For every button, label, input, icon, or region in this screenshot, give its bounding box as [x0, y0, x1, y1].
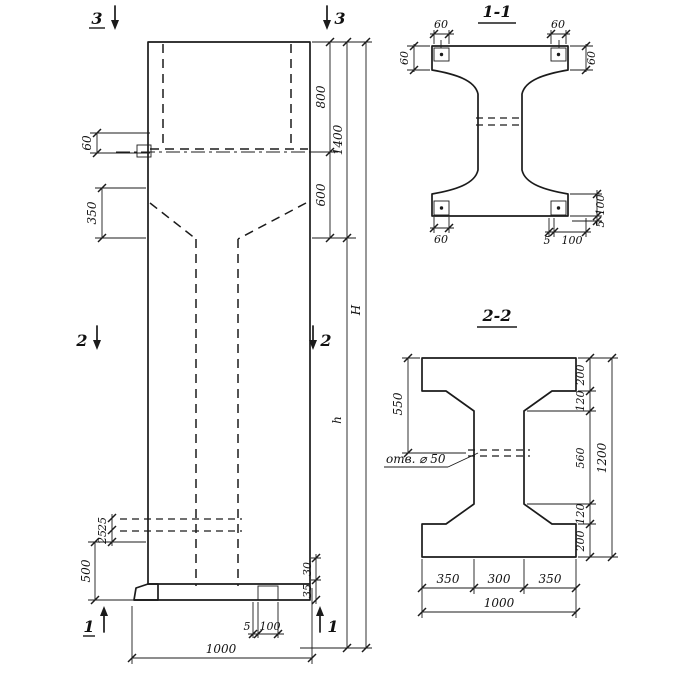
s22-dim-560: 560	[574, 448, 587, 469]
section-3-label-left: 3	[91, 9, 102, 28]
section-1-1-title: 1-1	[483, 2, 512, 21]
section-1-1: 1-1 60 60 60 60 60 5 100 100 5	[398, 2, 607, 247]
s11-dim-60-top-right-h: 60	[551, 18, 565, 31]
embedded-plate-detail	[136, 144, 152, 158]
section-2-2-dim-ticks	[403, 353, 617, 617]
dim-foot-35: 35	[301, 584, 314, 598]
section-2-label-left: 2	[75, 331, 87, 350]
section-1-label-right: 1	[327, 617, 338, 636]
s11-dim-60-top-right-v: 60	[585, 51, 598, 65]
section-2-2-title: 2-2	[482, 306, 512, 325]
section-3-arrow-right	[323, 20, 331, 30]
section-2-2-hole-dashed	[468, 449, 530, 457]
section-2-arrow-right	[309, 340, 317, 350]
elevation-dim-ticks	[90, 37, 371, 663]
s11-dim-100-bottom-right: 100	[562, 234, 583, 247]
section-1-1-web-dashed	[476, 117, 524, 126]
elevation-dimension-lines	[94, 42, 367, 659]
column-base-plate	[257, 585, 279, 601]
column-outline	[133, 41, 311, 601]
s11-dim-5-bottom-right: 5	[544, 234, 551, 247]
section-3-label-right: 3	[334, 9, 345, 28]
section-2-2-outline	[421, 357, 577, 558]
s11-dim-5-right-v: 5	[594, 221, 607, 228]
s22-dim-120-bottom: 120	[574, 504, 587, 525]
dim-foot-100: 100	[260, 620, 281, 633]
section-2-2: 2-2 отв. ⌀ 50 550 200 120 560 120 200 12…	[384, 306, 618, 618]
dim-neck-600: 600	[314, 183, 328, 206]
s22-dim-200-bottom: 200	[574, 531, 587, 553]
section-2-label-right: 2	[319, 331, 331, 350]
section-1-arrow-right	[316, 606, 324, 616]
s11-dim-60-bottom-left: 60	[434, 233, 448, 246]
s11-dim-60-top-left-v: 60	[398, 51, 411, 65]
column-left-foot	[133, 583, 159, 601]
dim-width-1000: 1000	[206, 642, 237, 656]
section-2-markers: 2 2	[75, 325, 332, 350]
s22-dim-550: 550	[391, 392, 405, 415]
s22-dim-350-right: 350	[539, 572, 562, 586]
s22-dim-1000: 1000	[484, 596, 515, 610]
s22-dim-200-top: 200	[574, 365, 587, 387]
section-2-2-dimension-lines	[407, 358, 613, 613]
lower-embed-dashed	[120, 518, 242, 532]
dim-upper-1400: 1400	[331, 124, 345, 155]
dim-embed-25b: 25	[96, 530, 109, 545]
section-3-markers: 3 3	[89, 5, 346, 30]
dim-plate-60: 60	[80, 135, 94, 151]
section-1-1-extension-lines	[407, 30, 602, 237]
dim-gap-5: 5	[244, 620, 251, 633]
column-web-dashed	[149, 202, 307, 586]
s22-dim-300: 300	[488, 572, 511, 586]
hole-note-label: отв. ⌀ 50	[386, 452, 446, 466]
dim-foot-30: 30	[301, 562, 314, 576]
section-3-arrow-left	[111, 20, 119, 30]
dim-overall-H: H	[349, 304, 363, 316]
dim-base-500: 500	[79, 559, 93, 582]
dim-shaft-h: h	[330, 416, 344, 424]
section-1-1-corner-plates	[433, 40, 567, 216]
section-1-label-left: 1	[83, 617, 94, 636]
s11-dim-60-top-left-h: 60	[434, 18, 448, 31]
dim-taper-350: 350	[85, 201, 99, 224]
column-elevation: 3 3 2 2 1 1 60 350 800 600 1400	[75, 5, 372, 664]
s22-dim-120-top: 120	[574, 391, 587, 412]
hole-note: отв. ⌀ 50	[384, 452, 479, 468]
column-top-dashed	[150, 44, 308, 150]
dim-top-800: 800	[314, 85, 328, 108]
elevation-extension-lines	[88, 41, 372, 664]
s22-dim-1200: 1200	[595, 442, 609, 473]
section-1-1-dim-ticks	[409, 29, 602, 237]
section-1-markers: 1 1	[83, 606, 339, 637]
s11-dim-100-right-v: 100	[594, 195, 607, 216]
section-1-1-dimension-lines	[413, 33, 598, 233]
s22-dim-350-left: 350	[437, 572, 460, 586]
section-2-arrow-left	[93, 340, 101, 350]
section-1-1-outline	[431, 45, 569, 217]
dim-embed-25a: 25	[96, 517, 109, 532]
section-1-arrow-left	[100, 606, 108, 616]
